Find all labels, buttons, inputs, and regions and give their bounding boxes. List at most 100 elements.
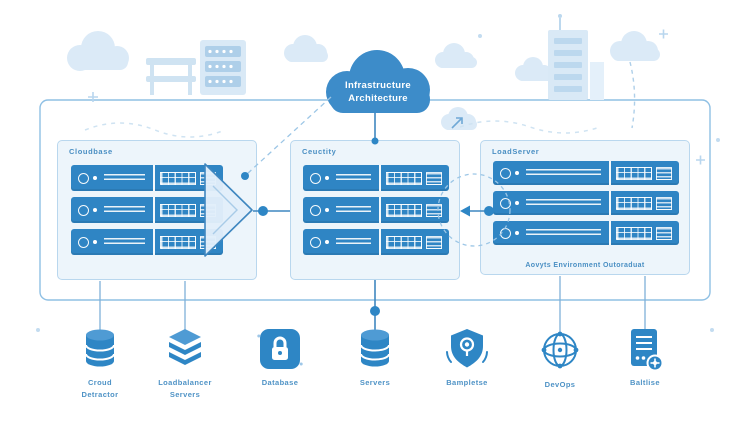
- flow-lines: [253, 113, 489, 332]
- legend-label: Baltlise: [630, 377, 660, 389]
- rack-end-cap: [426, 235, 442, 249]
- diagram-title: Infrastructure Architecture: [308, 79, 448, 106]
- legend-item-servers: Servers: [327, 326, 423, 389]
- legend-item-devops: DevOps: [512, 326, 608, 391]
- triangle-inner-chevron: [212, 185, 238, 235]
- rack-vents: [616, 226, 652, 240]
- rack-lines: [336, 237, 371, 247]
- dashed-wave-decor: [84, 61, 636, 138]
- legend-label-line2: Servers: [169, 390, 201, 399]
- rack-lines: [526, 228, 601, 238]
- rack-end-cap: [656, 196, 672, 210]
- rack-dot-icon: [515, 171, 519, 175]
- rack-vents: [386, 171, 422, 185]
- database-cylinder-icon: [85, 329, 115, 367]
- rack-dot-icon: [325, 176, 329, 180]
- panel-ceuctity-label: Ceuctity: [302, 147, 337, 156]
- rack-dot-icon: [93, 176, 97, 180]
- legend-label-line1: Croud: [87, 378, 113, 387]
- legend-item-loadbalancer: Loadbalancer Servers: [137, 326, 233, 401]
- rack-lines: [104, 173, 145, 183]
- rack-vents: [160, 203, 196, 217]
- rack-separator: [609, 191, 611, 215]
- rack-led-icon: [78, 204, 89, 216]
- plus-marks: [88, 29, 705, 165]
- rack-vents: [160, 171, 196, 185]
- rack-led-icon: [78, 236, 89, 248]
- legend-label-line1: Bampletse: [446, 378, 488, 387]
- rack-vents: [616, 166, 652, 180]
- rack-separator: [153, 165, 155, 191]
- server-rack: [71, 197, 223, 223]
- left-arrowhead-icon: [460, 205, 470, 217]
- building-decor: [548, 14, 604, 100]
- server-rack: [493, 191, 679, 215]
- legend-label-line1: DevOps: [544, 380, 576, 389]
- rack-separator: [153, 197, 155, 223]
- server-rack: [303, 197, 449, 223]
- rack-end-cap: [426, 171, 442, 185]
- cloud-upload-arrow-icon: [451, 117, 463, 129]
- legend-label-line1: Loadbalancer: [158, 378, 212, 387]
- rack-separator: [379, 197, 381, 223]
- legend-label-line1: Database: [261, 378, 299, 387]
- server-rack: [493, 161, 679, 185]
- panel-loadserver-caption: Aovyts Environment Outoraduat: [525, 262, 645, 269]
- rack-dot-icon: [325, 240, 329, 244]
- legend-item-croud-detractor: Croud Detractor: [52, 326, 148, 401]
- server-rack: [303, 165, 449, 191]
- server-document-icon: [631, 329, 664, 372]
- rack-lines: [526, 198, 601, 208]
- panel-loadserver: LoadServer Aovyts Environment Outoraduat: [480, 140, 690, 275]
- rack-end-cap: [426, 203, 442, 217]
- rack-separator: [609, 161, 611, 185]
- rack-separator: [609, 221, 611, 245]
- rack-dot-icon: [325, 208, 329, 212]
- rack-end-cap: [656, 226, 672, 240]
- rack-separator: [153, 229, 155, 255]
- rack-lines: [336, 205, 371, 215]
- rack-separator: [379, 229, 381, 255]
- legend-label: DevOps: [545, 379, 576, 391]
- feeder-lines: [99, 276, 646, 332]
- server-rack: [303, 229, 449, 255]
- rack-vents: [386, 235, 422, 249]
- rack-led-icon: [500, 167, 511, 179]
- legend-item-baltlise: Baltlise: [597, 326, 693, 389]
- rack-dot-icon: [515, 231, 519, 235]
- legend-item-database-lock: Database: [232, 326, 328, 389]
- legend-label-line2: Detractor: [81, 390, 119, 399]
- legend-label: Loadbalancer Servers: [158, 377, 212, 401]
- rack-dot-icon: [93, 208, 97, 212]
- database-cylinder-icon: [360, 329, 390, 367]
- server-rack-decor: [200, 40, 246, 95]
- legend-label: Croud Detractor: [82, 377, 119, 401]
- shield-pin-icon: [446, 329, 488, 368]
- legend-item-bampletse: Bampletse: [419, 326, 515, 389]
- rack-lines: [104, 237, 145, 247]
- legend-label: Servers: [360, 377, 390, 389]
- desk-decor: [146, 58, 196, 95]
- legend-label: Bampletse: [446, 377, 488, 389]
- lock-badge-icon: [257, 329, 303, 369]
- stacked-layers-icon: [169, 329, 201, 365]
- rack-lines: [526, 168, 601, 178]
- panel-cloudbase-label: Cloudbase: [69, 147, 113, 156]
- rack-separator: [379, 165, 381, 191]
- legend-label: Database: [262, 377, 299, 389]
- rack-lines: [336, 173, 371, 183]
- server-rack: [71, 165, 223, 191]
- rack-dot-icon: [93, 240, 97, 244]
- diagram-title-line1: Infrastructure: [345, 80, 411, 91]
- legend-label-line1: Servers: [359, 378, 391, 387]
- globe-network-icon: [541, 331, 579, 369]
- rack-led-icon: [310, 204, 321, 216]
- diagram-title-line2: Architecture: [348, 93, 408, 105]
- rack-led-icon: [310, 172, 321, 184]
- triangle-arrow-icon: [204, 163, 253, 257]
- rack-led-icon: [500, 197, 511, 209]
- rack-led-icon: [310, 236, 321, 248]
